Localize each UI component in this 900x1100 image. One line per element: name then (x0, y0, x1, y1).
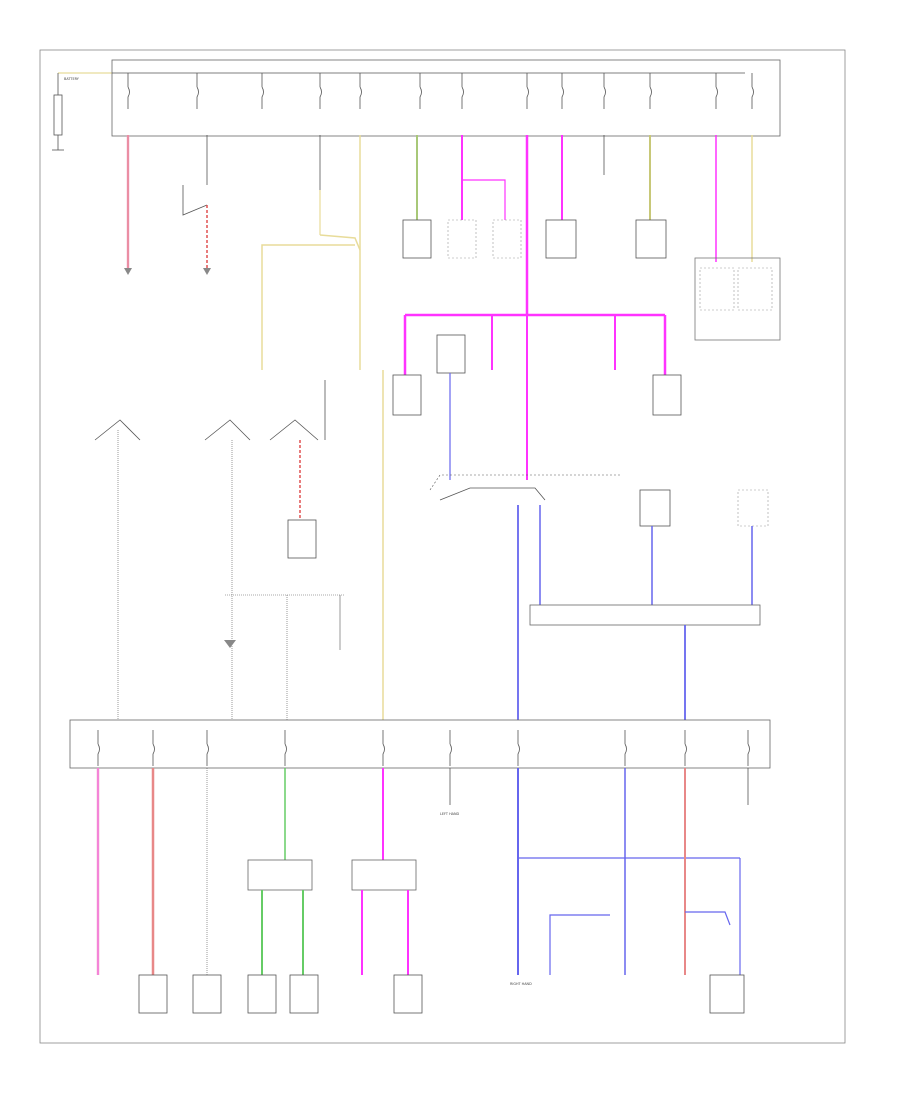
component-box (392, 374, 422, 416)
component-box (247, 974, 277, 1014)
component-box (289, 974, 319, 1014)
ground-terminal (224, 640, 236, 648)
battery-section: BATTERY (52, 72, 112, 151)
component-box (192, 974, 222, 1014)
fuse-symbol (449, 730, 452, 766)
component-box (393, 974, 423, 1014)
component-box (436, 334, 466, 374)
component-box (287, 519, 317, 559)
component-box (492, 219, 522, 259)
fuse-symbol (561, 73, 564, 109)
fuse-symbol (206, 730, 209, 766)
fuse-symbol (359, 73, 362, 109)
fuse-symbol (461, 73, 464, 109)
fuse-symbol (751, 73, 754, 109)
lower-fuses (97, 730, 750, 766)
fuse-symbol (382, 730, 385, 766)
fuse-symbol (684, 730, 687, 766)
fuse-symbol (603, 73, 606, 109)
relay-block (247, 859, 313, 891)
fuse-symbol (747, 730, 750, 766)
fuse-symbol (319, 73, 322, 109)
component-box (138, 974, 168, 1014)
upper-fuses (127, 73, 754, 109)
component-box (402, 219, 432, 259)
right-hand-label: RIGHT HAND (510, 982, 532, 986)
switches (94, 370, 384, 720)
battery-symbol (53, 94, 63, 136)
fuse-symbol (517, 730, 520, 766)
component-box (545, 219, 577, 259)
module-frame (694, 257, 781, 341)
lower-wiring: LEFT HAND RIGHT HAND (96, 768, 749, 1014)
fuse-symbol (526, 73, 529, 109)
ground-terminal (124, 268, 132, 275)
diagram-frame (39, 49, 846, 1044)
fuse-symbol (196, 73, 199, 109)
upper-fuse-box (111, 59, 781, 137)
fuse-symbol (284, 730, 287, 766)
fuse-symbol (152, 730, 155, 766)
component-box (652, 374, 682, 416)
component-box (635, 219, 667, 259)
ground-terminal (203, 268, 211, 275)
ignition-switch (269, 419, 319, 441)
fuse-symbol (624, 730, 627, 766)
ignition-switch (204, 419, 251, 441)
relay-block (351, 859, 417, 891)
magenta-distribution (392, 313, 682, 480)
left-hand-label: LEFT HAND (440, 812, 459, 816)
fuse-symbol (97, 730, 100, 766)
component-box (737, 267, 773, 311)
upper-wiring (124, 135, 781, 370)
fuse-symbol (127, 73, 130, 109)
relay-switch (182, 185, 208, 216)
fuse-symbol (261, 73, 264, 109)
ignition-switch (94, 419, 141, 441)
battery-label: BATTERY (64, 77, 80, 81)
passenger-fuse-box (69, 719, 771, 769)
fuse-symbol (715, 73, 718, 109)
component-box (639, 489, 671, 527)
component-box (737, 489, 769, 527)
right-middle (429, 474, 769, 720)
component-box (447, 219, 477, 259)
component-box (709, 974, 745, 1014)
fuse-symbol (419, 73, 422, 109)
fuse-symbol (649, 73, 652, 109)
component-box (699, 267, 735, 311)
connector-block (529, 604, 761, 626)
